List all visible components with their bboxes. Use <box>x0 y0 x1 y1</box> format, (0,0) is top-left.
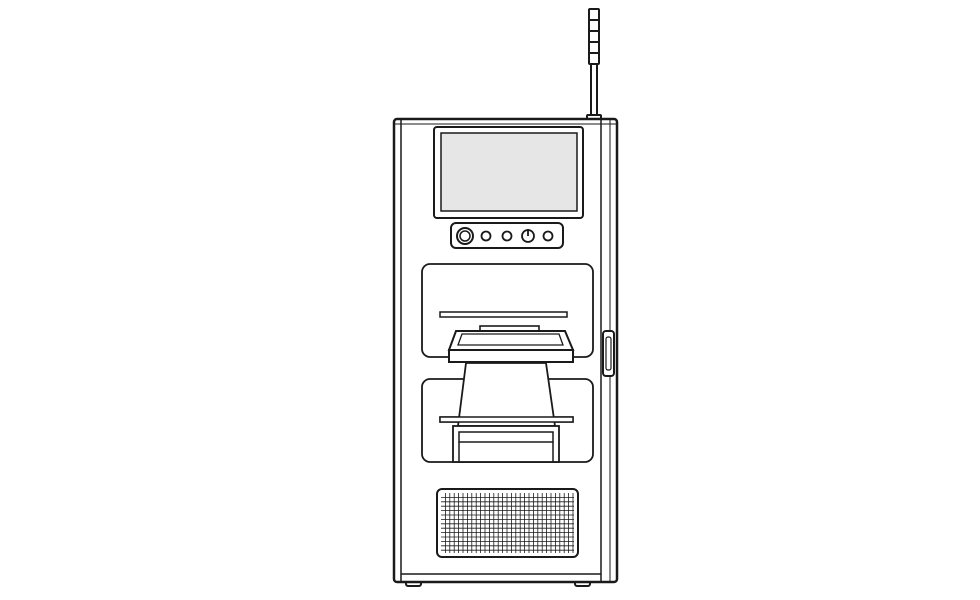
tray-mechanism <box>439 325 575 463</box>
indicator-light-icon <box>542 230 554 242</box>
screen-icon <box>433 126 584 219</box>
door-handle-icon <box>602 330 615 377</box>
vent-grille-frame <box>436 488 579 558</box>
signal-tower-light-stack <box>588 8 600 65</box>
indicator-light-icon <box>501 230 513 242</box>
signal-tower-icon <box>586 8 602 122</box>
power-button-icon <box>521 229 535 243</box>
upper-rail <box>439 311 568 318</box>
emergency-stop-button-icon <box>456 227 474 245</box>
vent-grille-mesh <box>441 493 574 553</box>
vent-grille-icon <box>436 488 579 558</box>
control-panel <box>450 222 564 249</box>
tray-plate-front <box>448 349 574 363</box>
screen-display <box>440 132 578 212</box>
signal-tower-pole <box>590 63 598 117</box>
indicator-light-icon <box>480 230 492 242</box>
